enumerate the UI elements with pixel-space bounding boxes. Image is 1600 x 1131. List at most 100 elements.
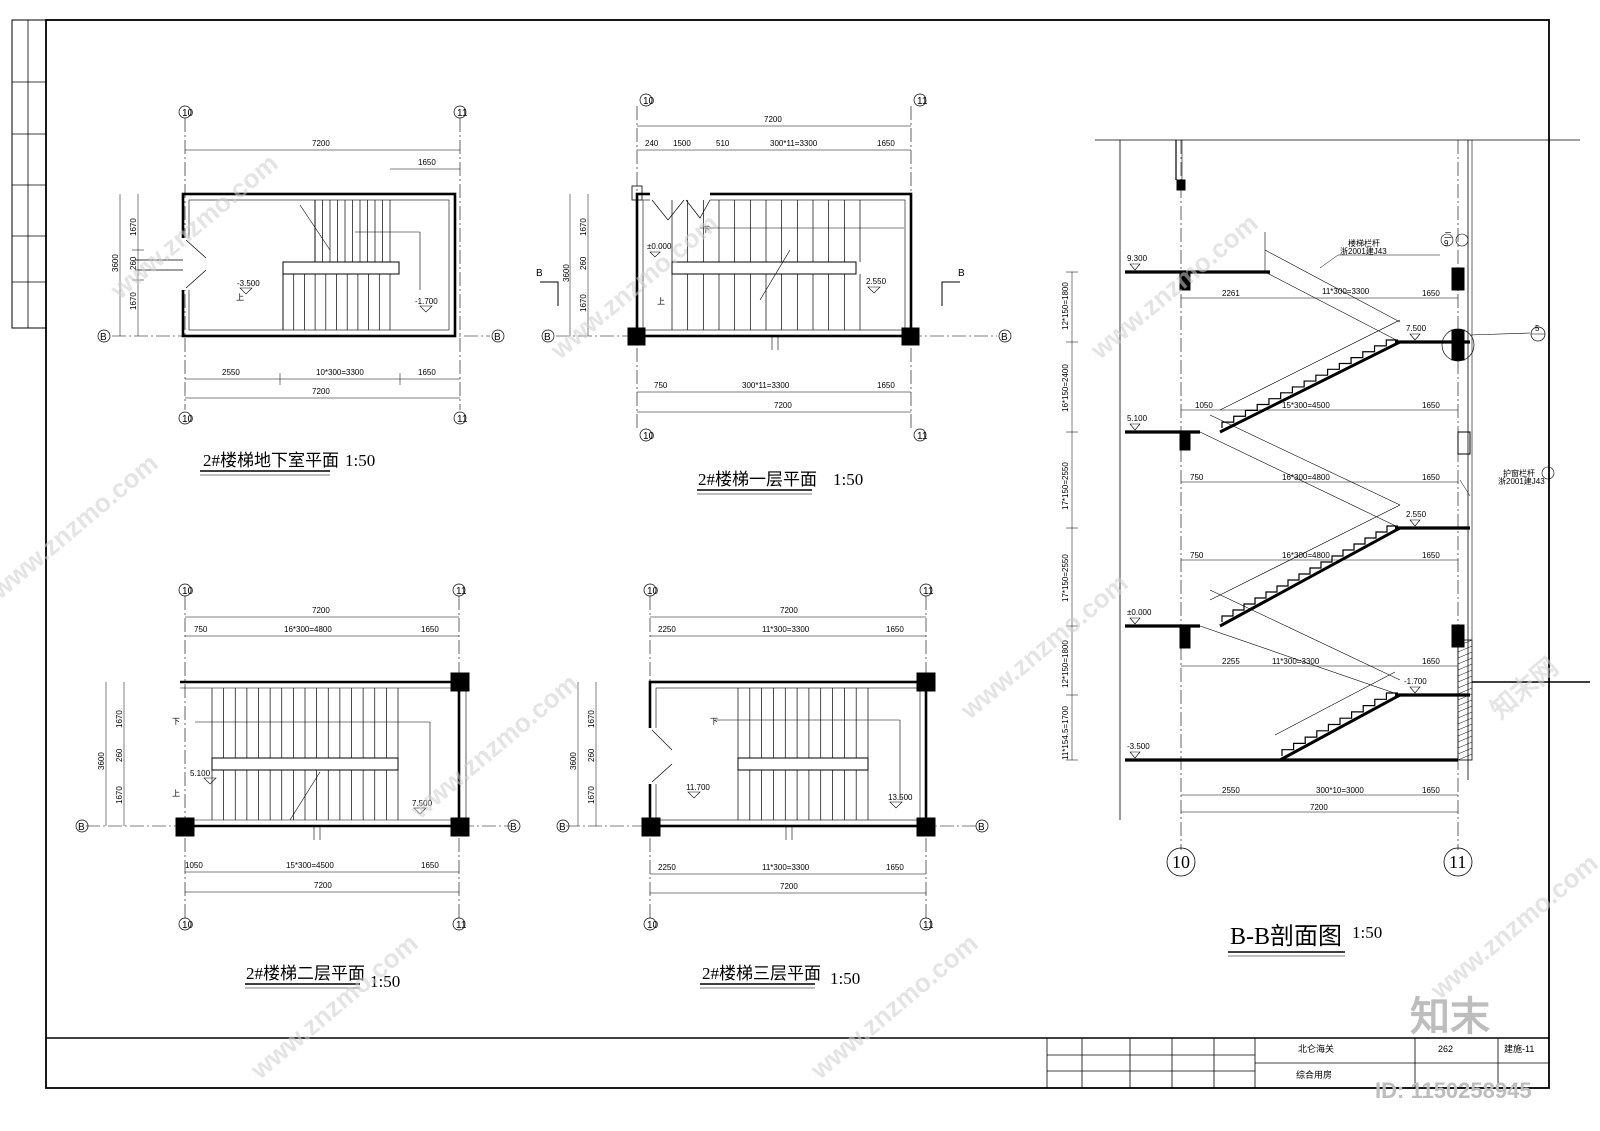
dim-510: 510: [716, 139, 730, 148]
dim-2255: 2255: [1222, 657, 1240, 666]
stair-profile: [1281, 692, 1398, 756]
dim-3600: 3600: [97, 752, 106, 770]
note-std1: 浙2001建J43: [1340, 246, 1387, 256]
level-m3500: -3.500: [237, 279, 260, 288]
note-down: 下: [172, 717, 180, 726]
wm-7: www.znzmo.com: [804, 928, 984, 1086]
dim-run-b: 300*11=3300: [742, 381, 790, 390]
dim-total: 7200: [764, 115, 782, 124]
vdim-2: 16*150=2400: [1061, 364, 1070, 412]
dim-total: 7200: [1310, 803, 1328, 812]
dim-1670: 1670: [115, 710, 124, 728]
hatch-line: [1457, 711, 1473, 719]
axis-11-bottom: 11: [457, 414, 468, 425]
dim-2250b: 2250: [658, 863, 676, 872]
axis-B-right: B: [978, 822, 985, 833]
watermark-logo: 知末: [1410, 995, 1490, 1039]
vdim-3: 17*150=2550: [1061, 462, 1070, 510]
hatch-line: [1457, 729, 1473, 737]
dim-1650b: 1650: [418, 368, 436, 377]
level-m1700: -1.700: [1404, 677, 1427, 686]
hatch-line: [1457, 651, 1473, 659]
title-first: 2#楼梯一层平面: [698, 470, 817, 489]
hatch-line: [1457, 735, 1473, 743]
axis-B-left: B: [100, 332, 107, 343]
hatch-line: [1457, 741, 1473, 749]
dim-1670b: 1670: [579, 294, 588, 312]
dim-run-b: 15*300=4500: [1282, 401, 1330, 410]
axis-10-top: 10: [182, 108, 194, 119]
dim-total: 7200: [312, 139, 330, 148]
dim-1500: 1500: [673, 139, 691, 148]
note-up: 上: [236, 293, 244, 302]
detail-5: 5: [1535, 324, 1540, 333]
title-section: B-B剖面图: [1230, 923, 1342, 950]
vdim-4: 17*150=2550: [1061, 554, 1070, 602]
dim-1650-d: 1650: [1422, 551, 1440, 560]
axis-10-section: 10: [1172, 852, 1190, 872]
level-m1700: -1.700: [415, 297, 438, 306]
plan-second: [75, 583, 521, 989]
dim-total: 7200: [312, 606, 330, 615]
hatch-line: [1457, 699, 1473, 707]
level-5100: 5.100: [190, 769, 211, 778]
dim-1650b: 1650: [886, 863, 904, 872]
dim-260: 260: [587, 748, 596, 762]
dim-1650: 1650: [886, 625, 904, 634]
axis-B-left: B: [78, 822, 85, 833]
axis-10-top: 10: [182, 586, 194, 597]
dim-1650: 1650: [421, 625, 439, 634]
dim-2261: 2261: [1222, 289, 1240, 298]
section-bb-labels: 9.300 5.100 ±0.000 -3.500 7.500 2.550 -1…: [1061, 231, 1545, 950]
scale-first: 1:50: [833, 470, 863, 489]
note-std2: 浙2001建J43: [1498, 476, 1545, 486]
dim-1650b: 1650: [877, 381, 895, 390]
stair-profile: [1221, 339, 1398, 428]
wm-3: www.znzmo.com: [1084, 208, 1264, 366]
level-zero: ±0.000: [647, 242, 672, 251]
level-zero: ±0.000: [1127, 608, 1152, 617]
axis-10-bottom: 10: [182, 920, 194, 931]
hatch-line: [1457, 723, 1473, 731]
dim-2250: 2250: [658, 625, 676, 634]
tb-building: 综合用房: [1296, 1069, 1332, 1080]
dim-run-d: 16*300=4800: [1282, 551, 1330, 560]
level-5100: 5.100: [1127, 414, 1148, 423]
plan-first: [540, 93, 1012, 495]
wm-6: www.znzmo.com: [954, 568, 1134, 726]
axis-B-right: B: [494, 332, 501, 343]
level-7500: 7.500: [1406, 324, 1427, 333]
axis-11-top: 11: [923, 586, 934, 597]
dim-total: 7200: [780, 606, 798, 615]
section-bb: [1066, 139, 1590, 957]
dim-2550: 2550: [1222, 786, 1240, 795]
hatch-line: [1457, 639, 1473, 647]
axis-B-left: B: [544, 332, 551, 343]
vdim-6: 11*154.5=1700: [1061, 706, 1070, 760]
scale-third: 1:50: [830, 969, 860, 988]
hatch-line: [1457, 669, 1473, 677]
note-down: 下: [710, 717, 718, 726]
dim-run-e: 11*300=3300: [1272, 657, 1320, 666]
dim-2550: 2550: [222, 368, 240, 377]
wm-10: 知末网: [1485, 651, 1564, 724]
wm-5: www.znzmo.com: [404, 668, 584, 826]
dim-1650-a: 1650: [1422, 289, 1440, 298]
dim-1650-c: 1650: [1422, 473, 1440, 482]
scale-section: 1:50: [1352, 923, 1382, 942]
tb-sheet-no: 262: [1438, 1044, 1453, 1054]
dim-total-b: 7200: [774, 401, 792, 410]
axis-11-bottom: 11: [456, 920, 467, 931]
title-basement: 2#楼梯地下室平面: [203, 451, 339, 470]
hatch-line: [1457, 717, 1473, 725]
stair-profile: [1221, 525, 1398, 622]
axis-B-right: B: [510, 822, 517, 833]
hatch-line: [1457, 747, 1473, 755]
sheet-frame: [11, 19, 1550, 1089]
vdim-1: 12*150=1800: [1061, 282, 1070, 330]
wm-8: www.znzmo.com: [244, 928, 424, 1086]
dim-260: 260: [579, 256, 588, 270]
dim-1650: 1650: [877, 139, 895, 148]
dim-run: 16*300=4800: [284, 625, 332, 634]
axis-11-bottom: 11: [917, 431, 928, 442]
